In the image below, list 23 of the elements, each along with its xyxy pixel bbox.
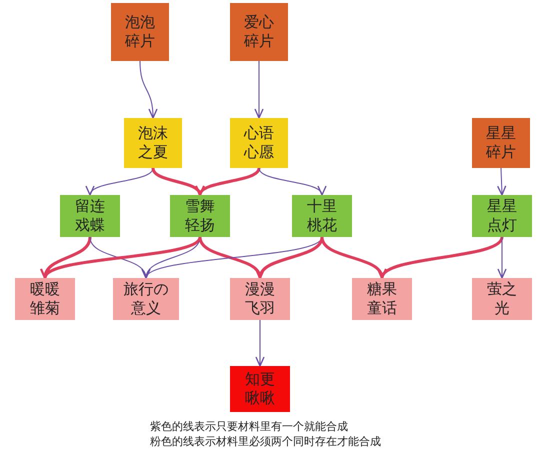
item-box: 糖果童话	[352, 278, 412, 320]
note-text: 紫色的线表示只要材料里有一个就能合成	[150, 420, 348, 434]
item-box: 星星点灯	[472, 195, 532, 237]
item-box: 雪舞轻扬	[170, 195, 230, 237]
arrow	[254, 60, 264, 119]
item-box: 星星碎片	[472, 118, 530, 168]
note-text: 粉色的线表示材料里必须两个同时存在才能合成	[150, 435, 381, 449]
item-box: 留连戏蝶	[60, 195, 120, 237]
arrow	[497, 168, 506, 196]
arrow	[140, 60, 158, 119]
arrow	[198, 168, 260, 196]
arrow	[255, 320, 265, 367]
item-box: 萤之光	[472, 278, 532, 320]
arrow	[152, 168, 202, 196]
item-box: 泡沫之夏	[124, 118, 182, 168]
item-box: 十里桃花	[292, 195, 352, 237]
item-box: 暖暖雏菊	[15, 278, 75, 320]
item-box: 泡泡碎片	[111, 3, 169, 61]
item-box: 知更啾啾	[230, 366, 290, 412]
item-box: 心语心愿	[230, 118, 288, 168]
item-box: 漫漫飞羽	[230, 278, 290, 320]
item-box: 旅行の意义	[113, 278, 179, 320]
item-box: 爱心碎片	[230, 3, 288, 61]
